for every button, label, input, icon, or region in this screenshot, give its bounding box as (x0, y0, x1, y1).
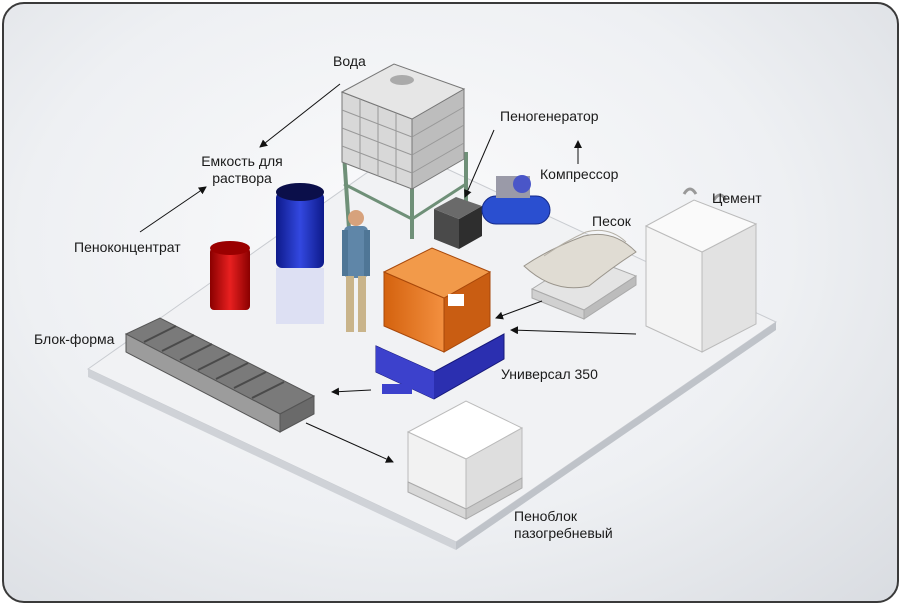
equipment-scene (87, 63, 778, 550)
label-compressor: Компрессор (540, 166, 619, 182)
label-foam-block-line2: пазогребневый (514, 525, 613, 541)
blue-barrel (276, 183, 324, 324)
label-block-form: Блок-форма (34, 331, 115, 347)
label-foam-block: Пеноблок пазогребневый (514, 508, 613, 542)
platform-edge-right (456, 322, 776, 550)
block-form (124, 317, 316, 433)
label-cement: Цемент (712, 190, 762, 206)
label-solution-tank-line2: раствора (212, 170, 272, 186)
mixer-universal-350 (375, 247, 505, 400)
arrow-icon (510, 326, 637, 335)
foam-block-stack (406, 400, 524, 520)
label-foam-block-line1: Пеноблок (514, 508, 577, 524)
arrow-icon (139, 186, 207, 233)
person (342, 210, 370, 332)
sand-pallet (523, 229, 638, 320)
arrow-icon (464, 129, 495, 198)
arrow-icon (305, 422, 394, 463)
arrow-icon (259, 83, 341, 148)
platform-edge (88, 369, 456, 550)
cement-bag (644, 187, 758, 353)
water-tank (340, 63, 468, 239)
label-foam-concentrate: Пеноконцентрат (74, 239, 181, 255)
label-solution-tank: Емкость для раствора (190, 153, 294, 187)
label-foam-generator: Пеногенератор (500, 108, 599, 124)
arrow-icon (495, 300, 543, 320)
compressor (481, 175, 551, 225)
arrow-icon (331, 387, 372, 396)
label-sand: Песок (592, 213, 631, 229)
red-barrel (210, 241, 250, 310)
label-water: Вода (333, 53, 366, 69)
label-solution-tank-line1: Емкость для (201, 153, 283, 169)
foam-generator (434, 197, 482, 249)
label-universal-350: Универсал 350 (501, 366, 598, 382)
